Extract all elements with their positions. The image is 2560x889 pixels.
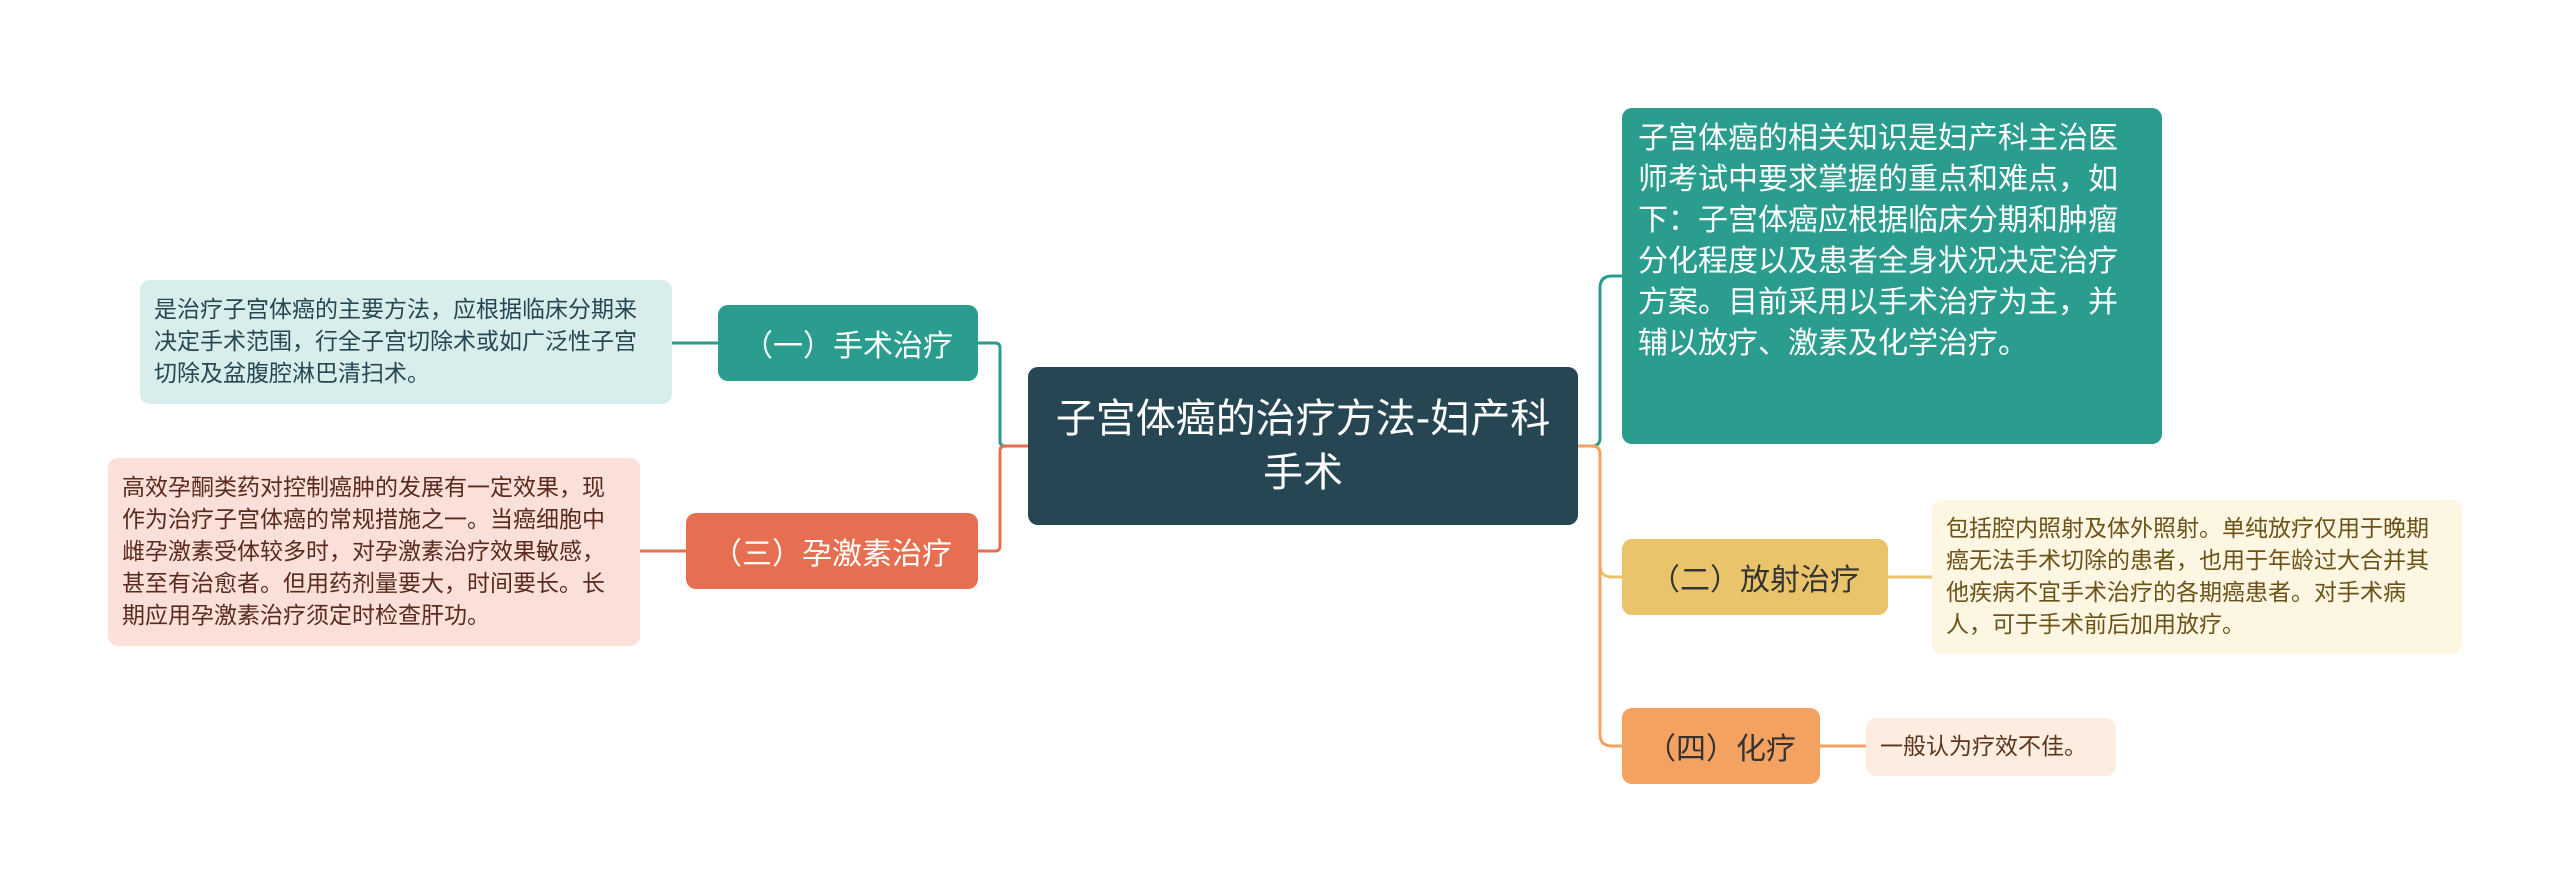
topic-surgery-label: （一）手术治疗 <box>743 329 953 364</box>
leaf-chemo-detail[interactable]: 一般认为疗效不佳。 <box>1866 718 2116 776</box>
intro-text: 子宫体癌的相关知识是妇产科主治医师考试中要求掌握的重点和难点，如下：子宫体癌应根… <box>1638 121 2118 361</box>
leaf-radiation-detail[interactable]: 包括腔内照射及体外照射。单纯放疗仅用于晚期癌无法手术切除的患者，也用于年龄过大合… <box>1932 500 2462 654</box>
intro-node[interactable]: 子宫体癌的相关知识是妇产科主治医师考试中要求掌握的重点和难点，如下：子宫体癌应根… <box>1622 108 2162 444</box>
central-topic-title: 子宫体癌的治疗方法-妇产科手术 <box>1055 396 1551 496</box>
topic-chemo-label: （四）化疗 <box>1646 732 1796 767</box>
topic-hormone-label: （三）孕激素治疗 <box>712 537 952 572</box>
topic-radiation[interactable]: （二）放射治疗 <box>1622 539 1888 615</box>
leaf-radiation-text: 包括腔内照射及体外照射。单纯放疗仅用于晚期癌无法手术切除的患者，也用于年龄过大合… <box>1946 516 2429 638</box>
leaf-hormone-detail[interactable]: 高效孕酮类药对控制癌肿的发展有一定效果，现作为治疗子宫体癌的常规措施之一。当癌细… <box>108 458 640 646</box>
leaf-hormone-text: 高效孕酮类药对控制癌肿的发展有一定效果，现作为治疗子宫体癌的常规措施之一。当癌细… <box>122 475 605 629</box>
topic-chemo[interactable]: （四）化疗 <box>1622 708 1820 784</box>
connector-center-to-chemo <box>1578 444 1622 748</box>
connector-center-to-hormone <box>978 444 1028 553</box>
connector-center-to-surgery <box>978 341 1028 448</box>
topic-hormone[interactable]: （三）孕激素治疗 <box>686 513 978 589</box>
connector-center-to-intro <box>1578 274 1622 448</box>
leaf-chemo-text: 一般认为疗效不佳。 <box>1880 734 2087 760</box>
leaf-surgery-text: 是治疗子宫体癌的主要方法，应根据临床分期来决定手术范围，行全子宫切除术或如广泛性… <box>154 297 637 387</box>
topic-radiation-label: （二）放射治疗 <box>1650 563 1860 598</box>
topic-surgery[interactable]: （一）手术治疗 <box>718 305 978 381</box>
central-topic[interactable]: 子宫体癌的治疗方法-妇产科手术 <box>1028 367 1578 525</box>
leaf-surgery-detail[interactable]: 是治疗子宫体癌的主要方法，应根据临床分期来决定手术范围，行全子宫切除术或如广泛性… <box>140 280 672 404</box>
